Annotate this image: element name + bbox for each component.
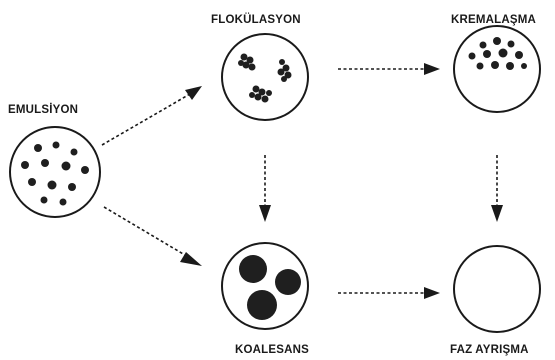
large-droplet — [239, 255, 267, 283]
droplet — [68, 183, 76, 191]
phase-separation-circle — [450, 240, 545, 332]
flocculation-label: FLOKÜLASYON — [211, 13, 301, 26]
droplet — [62, 162, 71, 171]
flocculation-circle — [222, 34, 308, 120]
emulsion-circle — [10, 127, 100, 217]
arrow-creaming-to-phase-separation — [491, 155, 503, 222]
creaming-circle — [454, 26, 540, 112]
droplet — [53, 142, 60, 149]
coalescence-circle — [222, 243, 308, 329]
arrow-emulsion-to-coalescence — [104, 207, 202, 266]
droplet — [21, 161, 29, 169]
large-droplet — [247, 290, 277, 320]
droplet — [41, 197, 48, 204]
creaming-label: KREMALAŞMA — [451, 14, 536, 26]
phase-separation-label: FAZ AYRIŞMA — [450, 344, 529, 356]
droplet — [34, 144, 42, 152]
large-droplet — [275, 269, 301, 295]
arrow-emulsion-to-flocculation — [102, 86, 202, 145]
arrow-flocculation-to-coalescence — [259, 155, 271, 222]
emulsion-label: EMULSİYON — [8, 103, 78, 116]
arrow-flocculation-to-creaming — [338, 63, 440, 75]
droplet — [48, 181, 57, 190]
arrow-coalescence-to-phase-separation — [338, 287, 440, 299]
droplet — [60, 199, 67, 206]
droplet — [71, 149, 78, 156]
droplet — [41, 159, 49, 167]
coalescence-label: KOALESANS — [235, 344, 309, 356]
droplet — [81, 166, 89, 174]
droplet — [28, 178, 36, 186]
